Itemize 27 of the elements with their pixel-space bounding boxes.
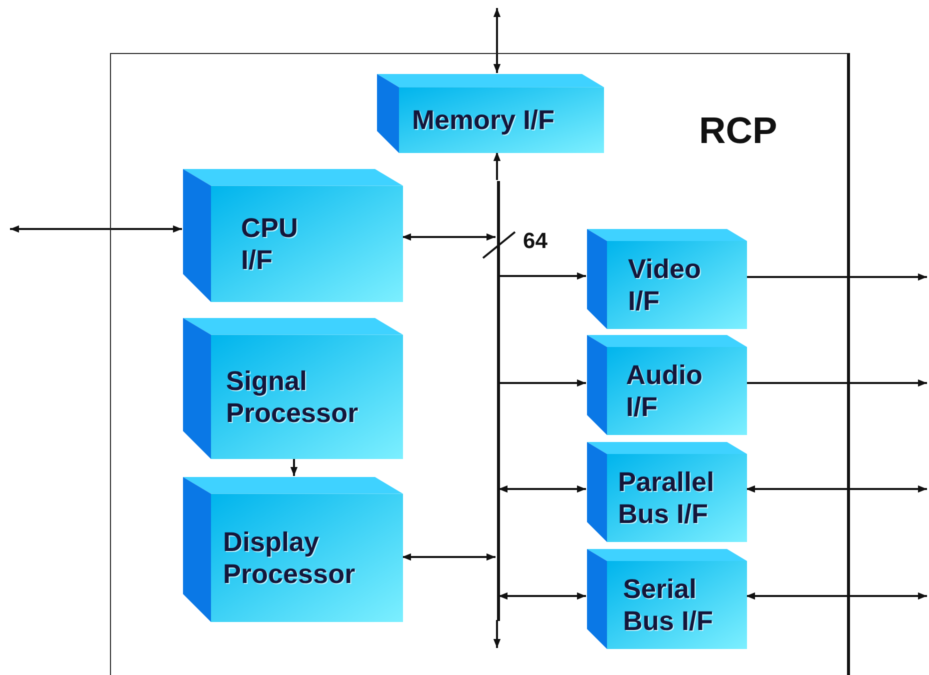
arrow (498, 379, 586, 387)
arrow (493, 620, 501, 648)
block-label: Video I/F (628, 253, 702, 317)
bus-line (496, 181, 500, 621)
arrow (290, 458, 298, 476)
arrow (402, 553, 496, 561)
arrow (402, 233, 496, 241)
block-label: Audio I/F (626, 359, 704, 423)
block-label: Signal Processor (226, 364, 360, 429)
arrow (10, 225, 182, 233)
arrow (498, 485, 586, 493)
block-label: Display Processor (223, 526, 356, 590)
arrow (493, 8, 501, 73)
arrow (498, 272, 586, 280)
block-label: Parallel Bus I/F (618, 466, 716, 530)
block-label: Memory I/F (412, 104, 556, 136)
chip-outline (110, 53, 850, 675)
block-label: CPU I/F (241, 212, 300, 276)
arrow (746, 379, 927, 387)
chip-title: RCP (699, 110, 778, 152)
arrow (493, 152, 501, 180)
arrow (746, 485, 927, 493)
arrow (498, 592, 586, 600)
block-label: Serial Bus I/F (623, 573, 714, 637)
arrow (746, 592, 927, 600)
arrow (746, 273, 927, 281)
bus-width-label: 64 (523, 228, 548, 254)
